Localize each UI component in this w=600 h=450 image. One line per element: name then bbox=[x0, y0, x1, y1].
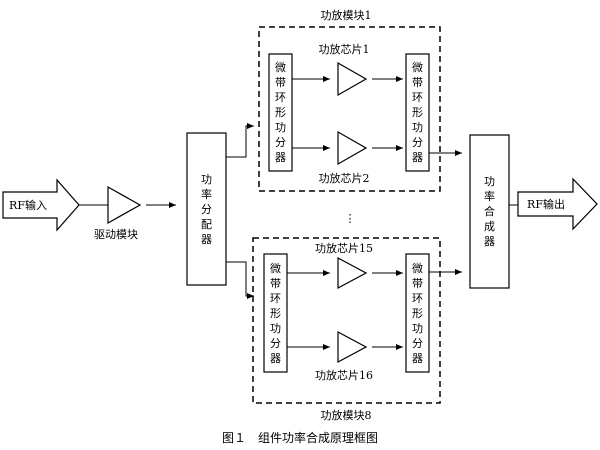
rf-output-arrow: RF输出 bbox=[517, 177, 598, 231]
module1-combiner-block bbox=[405, 53, 430, 172]
vertical-text: 微带环形功分器 bbox=[412, 261, 423, 365]
figure-caption: 图１ 组件功率合成原理框图 bbox=[222, 430, 378, 445]
vertical-text: 功率合成器 bbox=[484, 175, 495, 248]
module8-splitter-label: 微带环形功分器 bbox=[270, 261, 281, 365]
vertical-text: 微带环形功分器 bbox=[275, 60, 286, 164]
module1-splitter-block bbox=[268, 53, 293, 172]
module8-title: 功放模块8 bbox=[321, 408, 372, 422]
rf-input-label: RF输入 bbox=[9, 198, 47, 212]
module1-chip-top-label: 功放芯片1 bbox=[319, 42, 370, 56]
vertical-text: 微带环形功分器 bbox=[270, 261, 281, 365]
power-divider-label: 功率分配器 bbox=[201, 173, 212, 246]
ellipsis-mark: ⋮ bbox=[345, 212, 356, 225]
module1-chip-top-amplifier-icon bbox=[337, 61, 368, 97]
vertical-text: 微带环形功分器 bbox=[412, 60, 423, 164]
module8-chip-bottom-label: 功放芯片16 bbox=[315, 368, 373, 382]
vertical-text: 功率分配器 bbox=[201, 173, 212, 246]
module8-splitter-block bbox=[263, 253, 288, 373]
rf-input-arrow: RF输入 bbox=[2, 178, 80, 232]
module1-box bbox=[258, 26, 441, 192]
module8-chip-top-label: 功放芯片15 bbox=[315, 241, 373, 255]
connector-divider-module1 bbox=[226, 123, 254, 158]
module8-chip-bottom-amplifier-icon bbox=[337, 330, 368, 364]
rf-output-label: RF输出 bbox=[527, 197, 565, 211]
module1-combiner-label: 微带环形功分器 bbox=[412, 60, 423, 164]
power-combiner-label: 功率合成器 bbox=[484, 175, 495, 248]
module8-combiner-label: 微带环形功分器 bbox=[412, 261, 423, 365]
module1-splitter-label: 微带环形功分器 bbox=[275, 60, 286, 164]
module1-chip-bottom-amplifier-icon bbox=[337, 130, 368, 166]
power-combiner-block bbox=[469, 134, 510, 289]
module8-chip-top-amplifier-icon bbox=[337, 256, 368, 290]
power-divider-block bbox=[186, 132, 227, 286]
module1-title: 功放模块1 bbox=[321, 8, 372, 22]
connector-divider-module8 bbox=[226, 261, 254, 299]
driver-amplifier-icon bbox=[107, 185, 142, 225]
module1-chip-bottom-label: 功放芯片2 bbox=[319, 171, 370, 185]
driver-label: 驱动模块 bbox=[94, 228, 138, 241]
module8-combiner-block bbox=[405, 253, 430, 373]
module8-box bbox=[252, 237, 441, 404]
